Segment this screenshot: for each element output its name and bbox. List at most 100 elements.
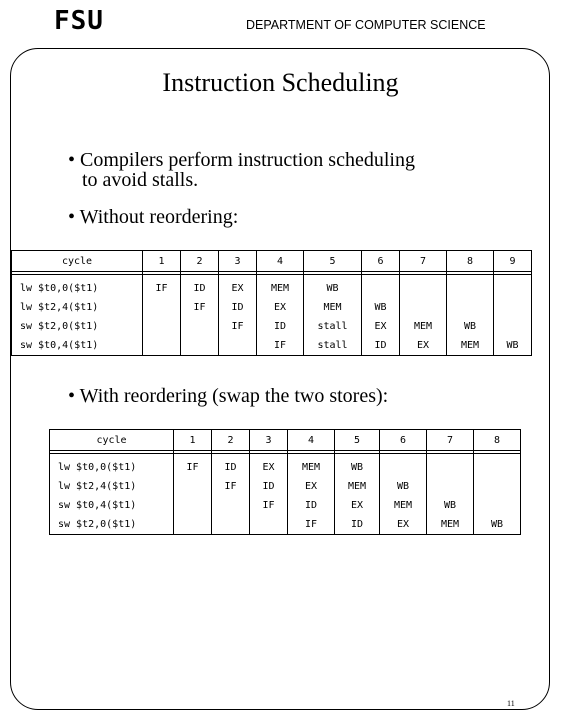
stage-cell <box>473 496 521 515</box>
stage-cell: EX <box>399 336 447 356</box>
bullet-marker: • <box>68 385 76 407</box>
header-cell: 2 <box>180 250 219 272</box>
table-row: lw $t0,0($t1) IF ID EX MEM WB <box>49 453 521 477</box>
stage-cell <box>399 274 447 298</box>
table-row: lw $t2,4($t1) IF ID EX MEM WB <box>49 477 521 496</box>
stage-cell: ID <box>361 336 400 356</box>
header-cell: 6 <box>361 250 400 272</box>
stage-cell <box>473 453 521 477</box>
stage-cell: EX <box>361 317 400 336</box>
stage-cell: MEM <box>287 453 335 477</box>
stage-cell <box>142 317 181 336</box>
instruction-cell: lw $t2,4($t1) <box>49 477 174 496</box>
stage-cell: IF <box>287 515 335 535</box>
stage-cell: WB <box>493 336 532 356</box>
stage-cell: EX <box>287 477 335 496</box>
stage-cell <box>426 453 474 477</box>
stage-cell: WB <box>361 298 400 317</box>
department-name: DEPARTMENT OF COMPUTER SCIENCE <box>246 18 486 32</box>
header-cell: 3 <box>218 250 257 272</box>
stage-cell: IF <box>180 298 219 317</box>
stage-cell: IF <box>249 496 288 515</box>
instruction-cell: lw $t0,0($t1) <box>11 274 143 298</box>
stage-cell: MEM <box>256 274 304 298</box>
header-cell: cycle <box>11 250 143 272</box>
header-separator <box>49 450 521 454</box>
instruction-cell: sw $t2,0($t1) <box>49 515 174 535</box>
stage-cell <box>446 274 494 298</box>
stage-cell: WB <box>473 515 521 535</box>
stage-cell: ID <box>287 496 335 515</box>
stage-cell: EX <box>379 515 427 535</box>
instruction-cell: lw $t0,0($t1) <box>49 453 174 477</box>
stage-cell: EX <box>334 496 380 515</box>
header-cell: 5 <box>303 250 362 272</box>
header-separator <box>11 271 532 275</box>
instruction-cell: sw $t2,0($t1) <box>11 317 143 336</box>
header-cell: 1 <box>173 429 212 451</box>
stage-cell <box>173 515 212 535</box>
stage-cell: stall <box>303 317 362 336</box>
stage-cell: ID <box>256 317 304 336</box>
header-cell: 4 <box>287 429 335 451</box>
slide-frame <box>10 48 550 710</box>
table-row: sw $t0,4($t1) IF stall ID EX MEM WB <box>11 336 532 356</box>
header-cell: 2 <box>211 429 250 451</box>
stage-cell: MEM <box>334 477 380 496</box>
table-without-reordering: cycle 1 2 3 4 5 6 7 8 9 lw $t0,0($t1) IF… <box>11 250 532 356</box>
table-header-row: cycle 1 2 3 4 5 6 7 8 9 <box>11 250 532 272</box>
bullet-text: Compilers perform instruction scheduling <box>80 149 415 171</box>
slide-title: Instruction Scheduling <box>162 68 399 97</box>
stage-cell: IF <box>142 274 181 298</box>
header-cell: 8 <box>446 250 494 272</box>
instruction-cell: lw $t2,4($t1) <box>11 298 143 317</box>
stage-cell: ID <box>211 453 250 477</box>
header-cell: 3 <box>249 429 288 451</box>
stage-cell <box>173 477 212 496</box>
header-cell: 6 <box>379 429 427 451</box>
instruction-cell: sw $t0,4($t1) <box>11 336 143 356</box>
stage-cell <box>249 515 288 535</box>
table-row: lw $t2,4($t1) IF ID EX MEM WB <box>11 298 532 317</box>
bullet-text: With reordering (swap the two stores): <box>79 385 389 407</box>
stage-cell: WB <box>446 317 494 336</box>
stage-cell: MEM <box>303 298 362 317</box>
table-row: sw $t2,0($t1) IF ID stall EX MEM WB <box>11 317 532 336</box>
header-cell: 7 <box>399 250 447 272</box>
stage-cell <box>493 274 532 298</box>
header-cell: cycle <box>49 429 174 451</box>
stage-cell: EX <box>218 274 257 298</box>
stage-cell: EX <box>256 298 304 317</box>
header-cell: 7 <box>426 429 474 451</box>
header-cell: 9 <box>493 250 532 272</box>
stage-cell <box>211 515 250 535</box>
header-cell: 8 <box>473 429 521 451</box>
header-cell: 5 <box>334 429 380 451</box>
stage-cell <box>211 496 250 515</box>
stage-cell: IF <box>173 453 212 477</box>
stage-cell: WB <box>426 496 474 515</box>
stage-cell <box>399 298 447 317</box>
stage-cell: ID <box>180 274 219 298</box>
header-cell: 4 <box>256 250 304 272</box>
stage-cell: WB <box>379 477 427 496</box>
table-row: sw $t2,0($t1) IF ID EX MEM WB <box>49 515 521 535</box>
bullet-marker: • <box>68 149 76 171</box>
stage-cell: EX <box>249 453 288 477</box>
stage-cell: IF <box>218 317 257 336</box>
stage-cell: IF <box>211 477 250 496</box>
bullet-text: Without reordering: <box>79 206 239 228</box>
stage-cell: MEM <box>426 515 474 535</box>
stage-cell <box>142 298 181 317</box>
stage-cell <box>142 336 181 356</box>
table-row: lw $t0,0($t1) IF ID EX MEM WB <box>11 274 532 298</box>
instruction-cell: sw $t0,4($t1) <box>49 496 174 515</box>
bullet-compilers: • Compilers perform instruction scheduli… <box>68 150 415 190</box>
stage-cell: ID <box>249 477 288 496</box>
bullet-text-continued: to avoid stalls. <box>82 169 199 191</box>
header-cell: 1 <box>142 250 181 272</box>
page-number: 11 <box>507 699 515 708</box>
stage-cell <box>218 336 257 356</box>
stage-cell <box>473 477 521 496</box>
bullet-without-reordering: • Without reordering: <box>68 207 238 227</box>
